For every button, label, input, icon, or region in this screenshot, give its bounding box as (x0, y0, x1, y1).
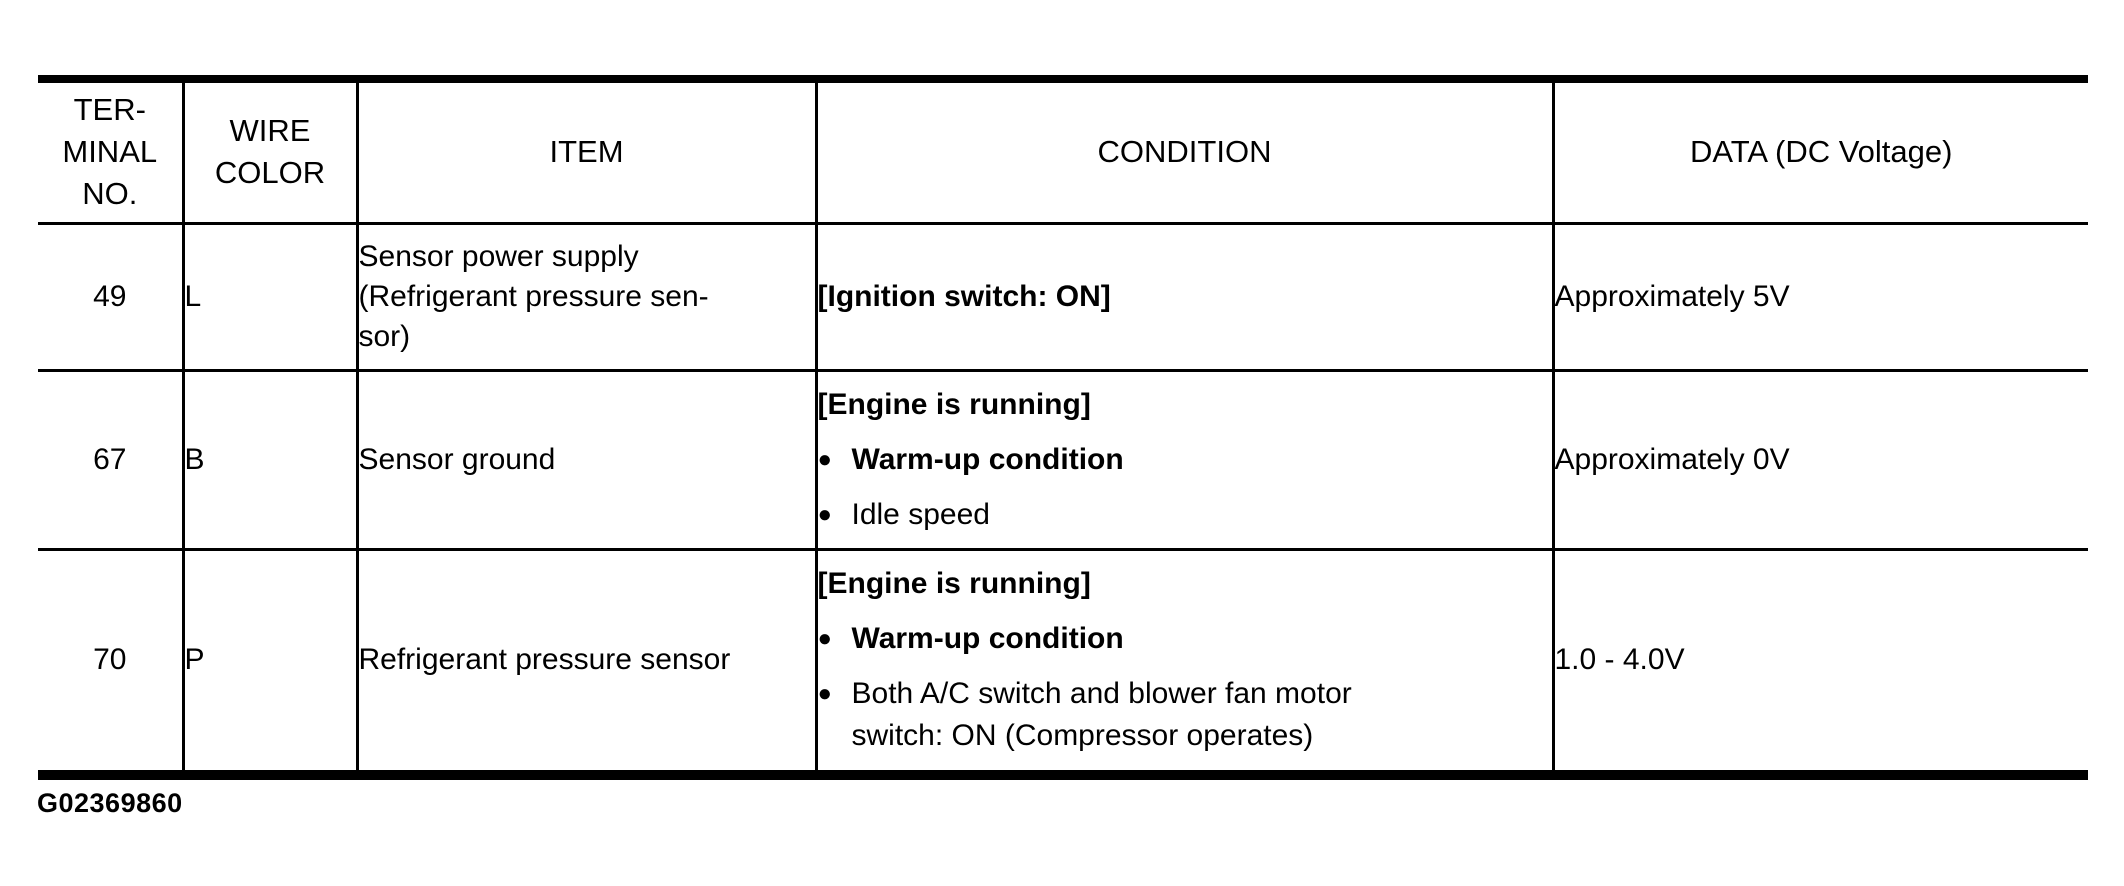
table-row-terminal-70: 70 P Refrigerant pressure sensor [Engine… (38, 549, 2088, 775)
wire-color-cell: P (183, 549, 359, 775)
header-data: DATA (DC Voltage) (1553, 79, 2088, 225)
bullet-icon: ● (817, 445, 833, 473)
wire-color-cell: L (183, 223, 359, 372)
condition-line: ● Idle speed (818, 494, 1552, 536)
header-terminal-line-1: TER- (73, 92, 146, 128)
data-cell: Approximately 5V (1553, 223, 2088, 372)
item-line: sor) (358, 319, 411, 353)
terminal-spec-table: TER- MINAL NO. WIRE COLOR ITEM CONDITION… (38, 75, 2088, 780)
condition-line: ● Both A/C switch and blower fan motor (818, 673, 1552, 715)
item-cell: Refrigerant pressure sensor (357, 549, 818, 775)
terminal-no-cell: 70 (38, 549, 185, 775)
item-line: Sensor power supply (358, 239, 639, 273)
header-item: ITEM (357, 79, 818, 225)
terminal-no-cell: 49 (38, 223, 185, 372)
bullet-icon: ● (817, 680, 833, 708)
header-terminal-line-3: NO. (82, 176, 138, 212)
header-wire-line-2: COLOR (214, 155, 326, 191)
header-wire-line-1: WIRE (229, 113, 311, 149)
data-cell: Approximately 0V (1553, 370, 2088, 551)
header-condition: CONDITION (816, 79, 1555, 225)
condition-line: [Engine is running] (817, 387, 1091, 421)
header-row: TER- MINAL NO. WIRE COLOR ITEM CONDITION… (38, 79, 2088, 225)
item-line: (Refrigerant pressure sen- (358, 279, 709, 313)
bullet-icon: ● (817, 625, 833, 653)
header-wire-color: WIRE COLOR (183, 79, 359, 225)
condition-line: [Ignition switch: ON] (817, 279, 1111, 313)
condition-text: Both A/C switch and blower fan motor (851, 677, 1352, 711)
header-terminal-no: TER- MINAL NO. (38, 79, 185, 225)
condition-continuation-line: switch: ON (Compressor operates) (851, 719, 1314, 753)
item-cell: Sensor power supply (Refrigerant pressur… (357, 223, 818, 372)
condition-text: Warm-up condition (851, 442, 1124, 476)
item-line: Sensor ground (358, 442, 556, 476)
condition-cell: [Engine is running] ● Warm-up condition ●… (816, 370, 1555, 551)
condition-cell: [Engine is running] ● Warm-up condition ●… (816, 549, 1555, 775)
data-cell: 1.0 - 4.0V (1553, 549, 2088, 775)
condition-line: ● Warm-up condition (818, 439, 1552, 481)
condition-line: ● Warm-up condition (818, 618, 1552, 660)
figure-id-caption: G02369860 (37, 788, 183, 818)
condition-cell: [Ignition switch: ON] (816, 223, 1555, 372)
table-row-terminal-49: 49 L Sensor power supply (Refrigerant pr… (38, 223, 2088, 372)
item-line: Refrigerant pressure sensor (358, 643, 731, 677)
header-terminal-line-2: MINAL (62, 134, 158, 170)
bullet-icon: ● (817, 500, 833, 528)
wire-color-cell: B (183, 370, 359, 551)
table-row-terminal-67: 67 B Sensor ground [Engine is running] ●… (38, 370, 2088, 551)
condition-text: Idle speed (851, 497, 990, 531)
item-cell: Sensor ground (357, 370, 818, 551)
condition-text: Warm-up condition (851, 622, 1124, 656)
terminal-no-cell: 67 (38, 370, 185, 551)
condition-line: [Engine is running] (817, 567, 1091, 601)
